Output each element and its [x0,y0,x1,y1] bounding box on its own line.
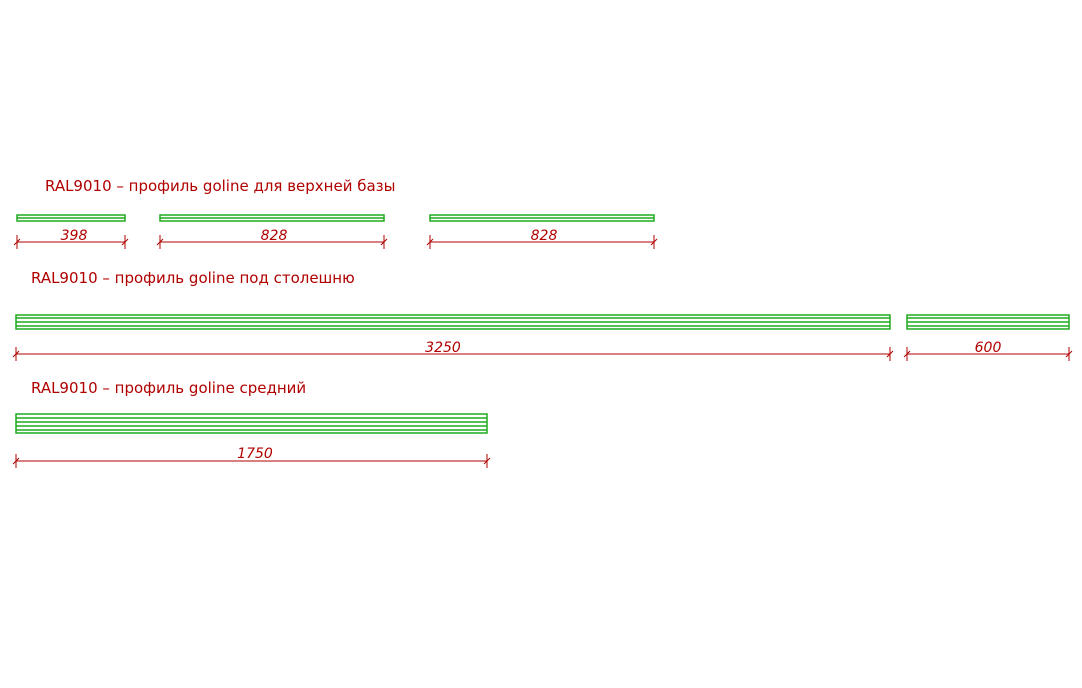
profile-bar [906,314,1070,330]
profile-bar [15,314,891,330]
dimension-line [12,347,894,361]
dimension-label: 1750 [237,446,273,462]
dimension-label: 600 [975,340,1002,356]
group-title-middle: RAL9010 – профиль goline средний [31,379,306,397]
dimension-line [12,454,491,468]
dimension-label: 3250 [425,340,461,356]
dimension-label: 828 [531,228,558,244]
group-title-top-base: RAL9010 – профиль goline для верхней баз… [45,177,396,195]
dimension-line [426,235,658,249]
profile-bar [15,413,488,434]
profile-bar [159,214,385,222]
profile-bar [16,214,126,222]
profile-bar [429,214,655,222]
dimension-line [903,347,1073,361]
dimension-label: 828 [261,228,288,244]
dimension-label: 398 [61,228,88,244]
dimension-line [156,235,388,249]
dimension-line [13,235,129,249]
group-title-countertop: RAL9010 – профиль goline под столешню [31,269,355,287]
